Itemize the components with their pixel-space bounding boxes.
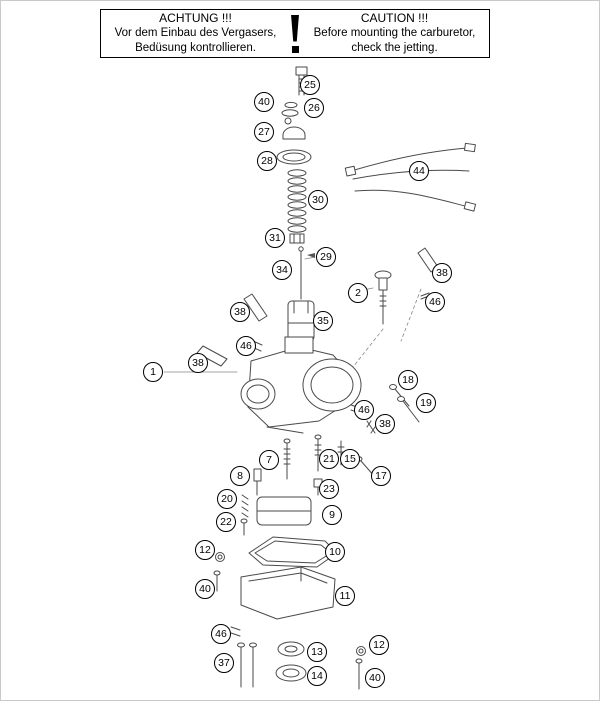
callout-20: 20	[217, 489, 237, 509]
callout-35: 35	[313, 311, 333, 331]
callout-40: 40	[195, 579, 215, 599]
callout-23: 23	[319, 479, 339, 499]
callout-40: 40	[365, 668, 385, 688]
warning-german-line2: Bedüsung kontrollieren.	[135, 42, 256, 55]
drain-plug	[275, 641, 307, 682]
callout-29: 29	[316, 247, 336, 267]
callout-11: 11	[335, 586, 355, 606]
callout-30: 30	[308, 190, 328, 210]
callout-46: 46	[236, 336, 256, 356]
callout-38: 38	[188, 353, 208, 373]
overflow-left	[213, 552, 225, 592]
top-cover	[276, 126, 312, 165]
callout-18: 18	[398, 370, 418, 390]
callout-9: 9	[322, 505, 342, 525]
needle-valve-and-jets	[240, 468, 323, 536]
jet-needle	[289, 233, 305, 300]
callout-21: 21	[319, 449, 339, 469]
bowl-screws	[230, 626, 257, 688]
callout-46: 46	[211, 624, 231, 644]
callout-25: 25	[300, 75, 320, 95]
callout-14: 14	[307, 666, 327, 686]
warning-english-line2: check the jetting.	[351, 42, 438, 55]
callout-38: 38	[375, 414, 395, 434]
callout-12: 12	[195, 540, 215, 560]
callout-27: 27	[254, 122, 274, 142]
callout-34: 34	[272, 260, 292, 280]
callout-15: 15	[340, 449, 360, 469]
callout-7: 7	[259, 450, 279, 470]
exclamation-icon	[287, 14, 303, 53]
throttle-spring	[287, 169, 307, 233]
carburetor-body	[240, 336, 362, 434]
callout-13: 13	[307, 642, 327, 662]
callout-31: 31	[265, 228, 285, 248]
callout-38: 38	[230, 302, 250, 322]
callout-12: 12	[369, 635, 389, 655]
mounting-screws	[350, 384, 420, 434]
warning-english-title: CAUTION !!!	[360, 11, 429, 26]
warning-box: ACHTUNG !!! Vor dem Einbau des Vergasers…	[100, 9, 490, 58]
callout-40: 40	[254, 92, 274, 112]
choke-assembly	[374, 270, 392, 325]
warning-german-title: ACHTUNG !!!	[159, 11, 232, 26]
callout-44: 44	[409, 161, 429, 181]
callout-28: 28	[257, 151, 277, 171]
callout-8: 8	[230, 466, 250, 486]
callout-46: 46	[354, 400, 374, 420]
float	[256, 496, 312, 526]
warning-german-line1: Vor dem Einbau des Vergasers,	[114, 27, 277, 40]
warning-english-line1: Before mounting the carburetor,	[313, 27, 476, 40]
needle-arrow	[307, 253, 315, 258]
callout-19: 19	[416, 393, 436, 413]
callout-17: 17	[371, 466, 391, 486]
warning-english: CAUTION !!! Before mounting the carburet…	[308, 11, 481, 56]
overflow-right	[355, 646, 366, 690]
washer-stack	[281, 101, 299, 125]
callout-2: 2	[348, 283, 368, 303]
callout-37: 37	[214, 653, 234, 673]
callout-1: 1	[143, 362, 163, 382]
float-chamber	[240, 566, 336, 620]
callout-26: 26	[304, 98, 324, 118]
callout-22: 22	[216, 512, 236, 532]
callout-38: 38	[432, 263, 452, 283]
callout-10: 10	[325, 542, 345, 562]
callout-46: 46	[425, 292, 445, 312]
warning-german: ACHTUNG !!! Vor dem Einbau des Vergasers…	[109, 11, 282, 56]
